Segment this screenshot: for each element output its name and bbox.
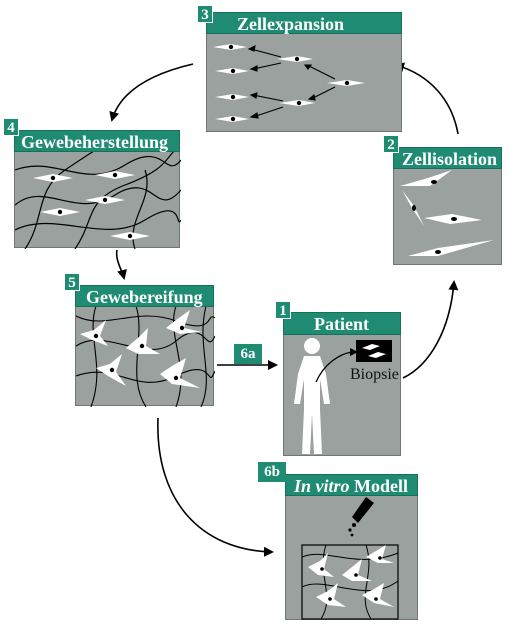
header-in-vitro-model: In vitro Modell xyxy=(285,474,418,496)
cell-expansion-illustration xyxy=(213,44,365,122)
arrow-3-to-4 xyxy=(109,63,194,122)
tissue-maturation-illustration xyxy=(75,305,216,408)
panel-patient xyxy=(283,333,401,456)
title-in-vitro-italic: In vitro xyxy=(294,476,350,496)
arrow-2-to-3 xyxy=(394,62,459,135)
in-vitro-model-illustration xyxy=(301,497,399,620)
panel-cell-expansion xyxy=(206,32,402,132)
header-tissue-production: Gewebeherstellung xyxy=(14,130,180,152)
title-in-vitro-model: In vitro Modell xyxy=(294,475,408,497)
step-tag-6a: 6a xyxy=(234,344,262,364)
title-tissue-maturation: Gewebereifung xyxy=(86,287,203,307)
step-number-3: 3 xyxy=(197,5,213,23)
title-cell-expansion: Zellexpansion xyxy=(237,14,345,34)
header-tissue-maturation: Gewebereifung xyxy=(75,285,214,307)
panel-in-vitro-model xyxy=(285,494,418,620)
tissue-production-illustration xyxy=(14,144,182,250)
header-patient: Patient xyxy=(283,312,401,335)
patient-illustration xyxy=(294,338,392,454)
title-patient: Patient xyxy=(314,314,369,334)
header-cell-isolation: Zellisolation xyxy=(393,147,502,169)
human-figure-icon xyxy=(294,338,330,454)
panel-cell-isolation xyxy=(393,167,502,265)
pipette-icon xyxy=(348,497,374,537)
arrow-1-to-2 xyxy=(402,280,459,379)
arrow-4-to-5 xyxy=(115,249,127,280)
step-number-5: 5 xyxy=(64,273,80,291)
arrow-5-to-6b xyxy=(157,417,274,557)
biopsy-label: Biopsie xyxy=(350,366,399,383)
title-in-vitro-rest: Modell xyxy=(349,476,409,496)
header-cell-expansion: Zellexpansion xyxy=(206,12,402,34)
panel-tissue-maturation xyxy=(75,305,216,408)
step-number-2: 2 xyxy=(383,135,399,153)
step-number-4: 4 xyxy=(3,118,19,136)
title-tissue-production: Gewebeherstellung xyxy=(21,132,168,152)
title-cell-isolation: Zellisolation xyxy=(402,149,498,169)
cell-isolation-illustration xyxy=(400,170,494,256)
culture-dish-outline xyxy=(301,544,399,620)
biopsy-sample-icon xyxy=(356,340,392,362)
panel-tissue-production xyxy=(14,144,182,250)
step-tag-6b: 6b xyxy=(258,462,286,482)
step-number-1: 1 xyxy=(275,301,291,319)
